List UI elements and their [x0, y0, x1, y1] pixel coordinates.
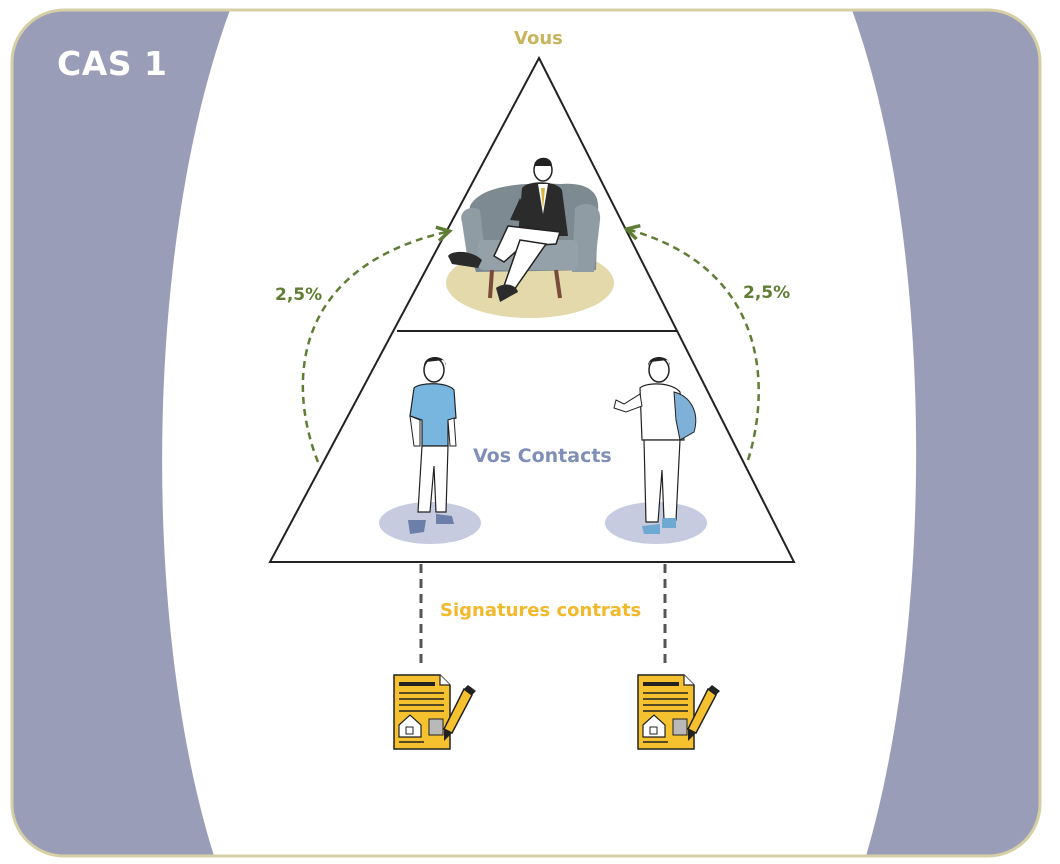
vous-label: Vous	[514, 28, 563, 49]
right-percentage-label: 2,5%	[743, 283, 791, 303]
left-contact-pedestal	[379, 502, 481, 544]
signatures-label: Signatures contrats	[440, 600, 642, 621]
case-title: CAS 1	[57, 44, 168, 83]
contract-with-pen-icon	[393, 674, 476, 750]
contract-with-pen-icon	[637, 674, 720, 750]
young-man-in-polo-icon	[408, 357, 457, 534]
right-commission-arrow	[630, 230, 760, 461]
right-contact-pedestal	[605, 502, 707, 544]
card-border	[10, 8, 1042, 858]
student-with-backpack-icon	[613, 357, 697, 534]
contacts-label: Vos Contacts	[473, 445, 612, 467]
businessman-in-armchair-icon	[448, 157, 601, 302]
left-percentage-label: 2,5%	[275, 285, 323, 305]
